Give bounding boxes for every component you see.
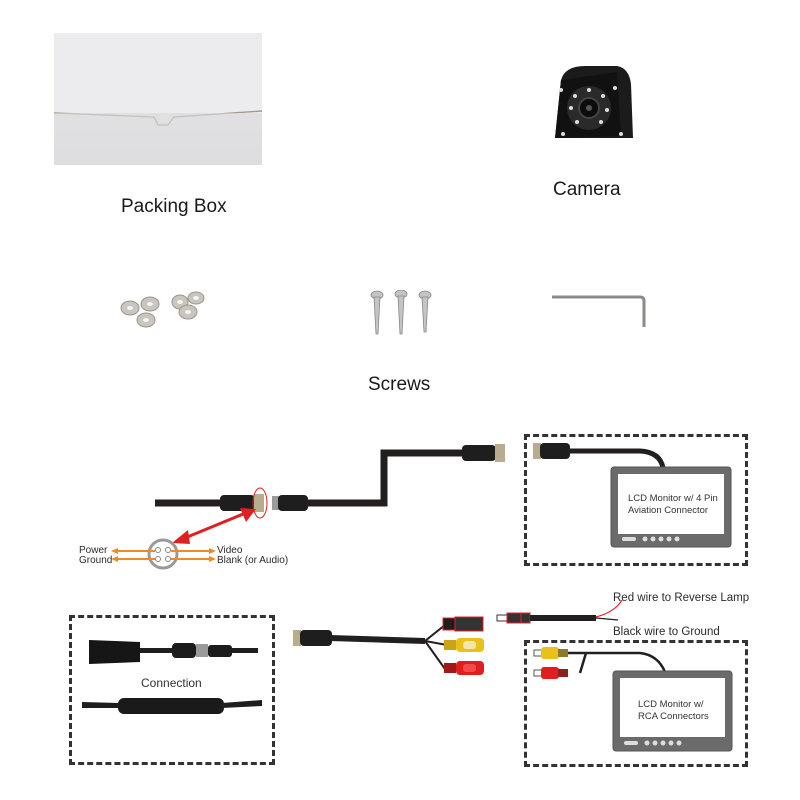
- monitor-rca-line1: LCD Monitor w/: [638, 699, 704, 710]
- screws-image: [365, 290, 440, 340]
- monitor-4pin-line2: Aviation Connector: [628, 505, 709, 516]
- washer-icon: [120, 291, 205, 328]
- rca-plug-red: [444, 661, 484, 675]
- pin-highlight-circle: [252, 487, 268, 519]
- monitor-4pin-label: LCD Monitor w/ 4 Pin Aviation Connector: [628, 493, 718, 517]
- extension-cable: [306, 449, 465, 507]
- pin-label-ground: Ground: [79, 555, 113, 566]
- camera-image: [555, 62, 635, 142]
- black-wire-label: Black wire to Ground: [613, 626, 720, 638]
- connection-photo-bottom: [82, 698, 262, 714]
- pinout-diagram: [147, 538, 179, 570]
- monitor-4pin: [610, 466, 732, 548]
- pin-label-power: Power: [79, 545, 108, 556]
- packing-box-label: Packing Box: [121, 196, 227, 217]
- hex-key-image: [552, 294, 648, 330]
- hex-key-icon: [552, 295, 646, 327]
- extension-connector-male: [272, 495, 308, 511]
- pin-label-blank: Blank (or Audio): [217, 555, 289, 566]
- screws-label: Screws: [368, 374, 431, 395]
- extension-connector-female: [462, 444, 505, 462]
- monitor-4pin-line1: LCD Monitor w/ 4 Pin: [628, 493, 718, 504]
- rca-harness-connector: [293, 630, 332, 646]
- power-plug-red: [442, 616, 484, 632]
- power-wire: [496, 599, 623, 624]
- monitor-rca-box: [524, 640, 748, 767]
- red-wire-label: Red wire to Reverse Lamp: [613, 592, 750, 604]
- connection-label: Connection: [141, 676, 202, 690]
- pin-label-video: Video: [217, 545, 243, 556]
- screw-icon: [370, 290, 432, 335]
- pinout-arrows: [115, 550, 212, 560]
- pin-callout-arrow: [179, 510, 249, 542]
- connection-box: [69, 615, 275, 765]
- monitor-rca-label: LCD Monitor w/ RCA Connectors: [638, 699, 709, 723]
- camera-label: Camera: [553, 179, 621, 200]
- monitor-rca-plugs: [533, 647, 568, 679]
- rca-plug-yellow: [444, 638, 484, 652]
- camera-connector: [220, 494, 264, 512]
- monitor-rca-line2: RCA Connectors: [638, 711, 709, 722]
- monitor-4pin-connector: [533, 443, 570, 459]
- monitor-rca: [612, 670, 733, 752]
- monitor-4pin-box: [524, 434, 748, 566]
- camera-icon: [555, 66, 633, 138]
- connection-photo-top: [89, 640, 258, 664]
- packing-box-image: [54, 33, 262, 165]
- box-icon: [54, 33, 262, 165]
- washers-image: [118, 290, 223, 335]
